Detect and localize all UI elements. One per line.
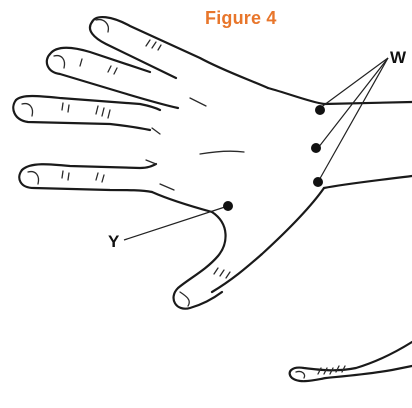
label-y: Y [108, 232, 119, 252]
y-pointer [124, 206, 228, 240]
y-marker [223, 201, 233, 211]
label-w: W [390, 48, 406, 68]
finger-4 [19, 164, 156, 192]
palm [146, 88, 412, 292]
finger-1 [90, 17, 268, 88]
w-marker-2 [311, 143, 321, 153]
w-marker-1 [315, 105, 325, 115]
thumb [174, 212, 230, 309]
second-hand [290, 342, 412, 381]
finger-3 [13, 96, 160, 130]
w-marker-3 [313, 177, 323, 187]
w-pointers [318, 58, 388, 182]
